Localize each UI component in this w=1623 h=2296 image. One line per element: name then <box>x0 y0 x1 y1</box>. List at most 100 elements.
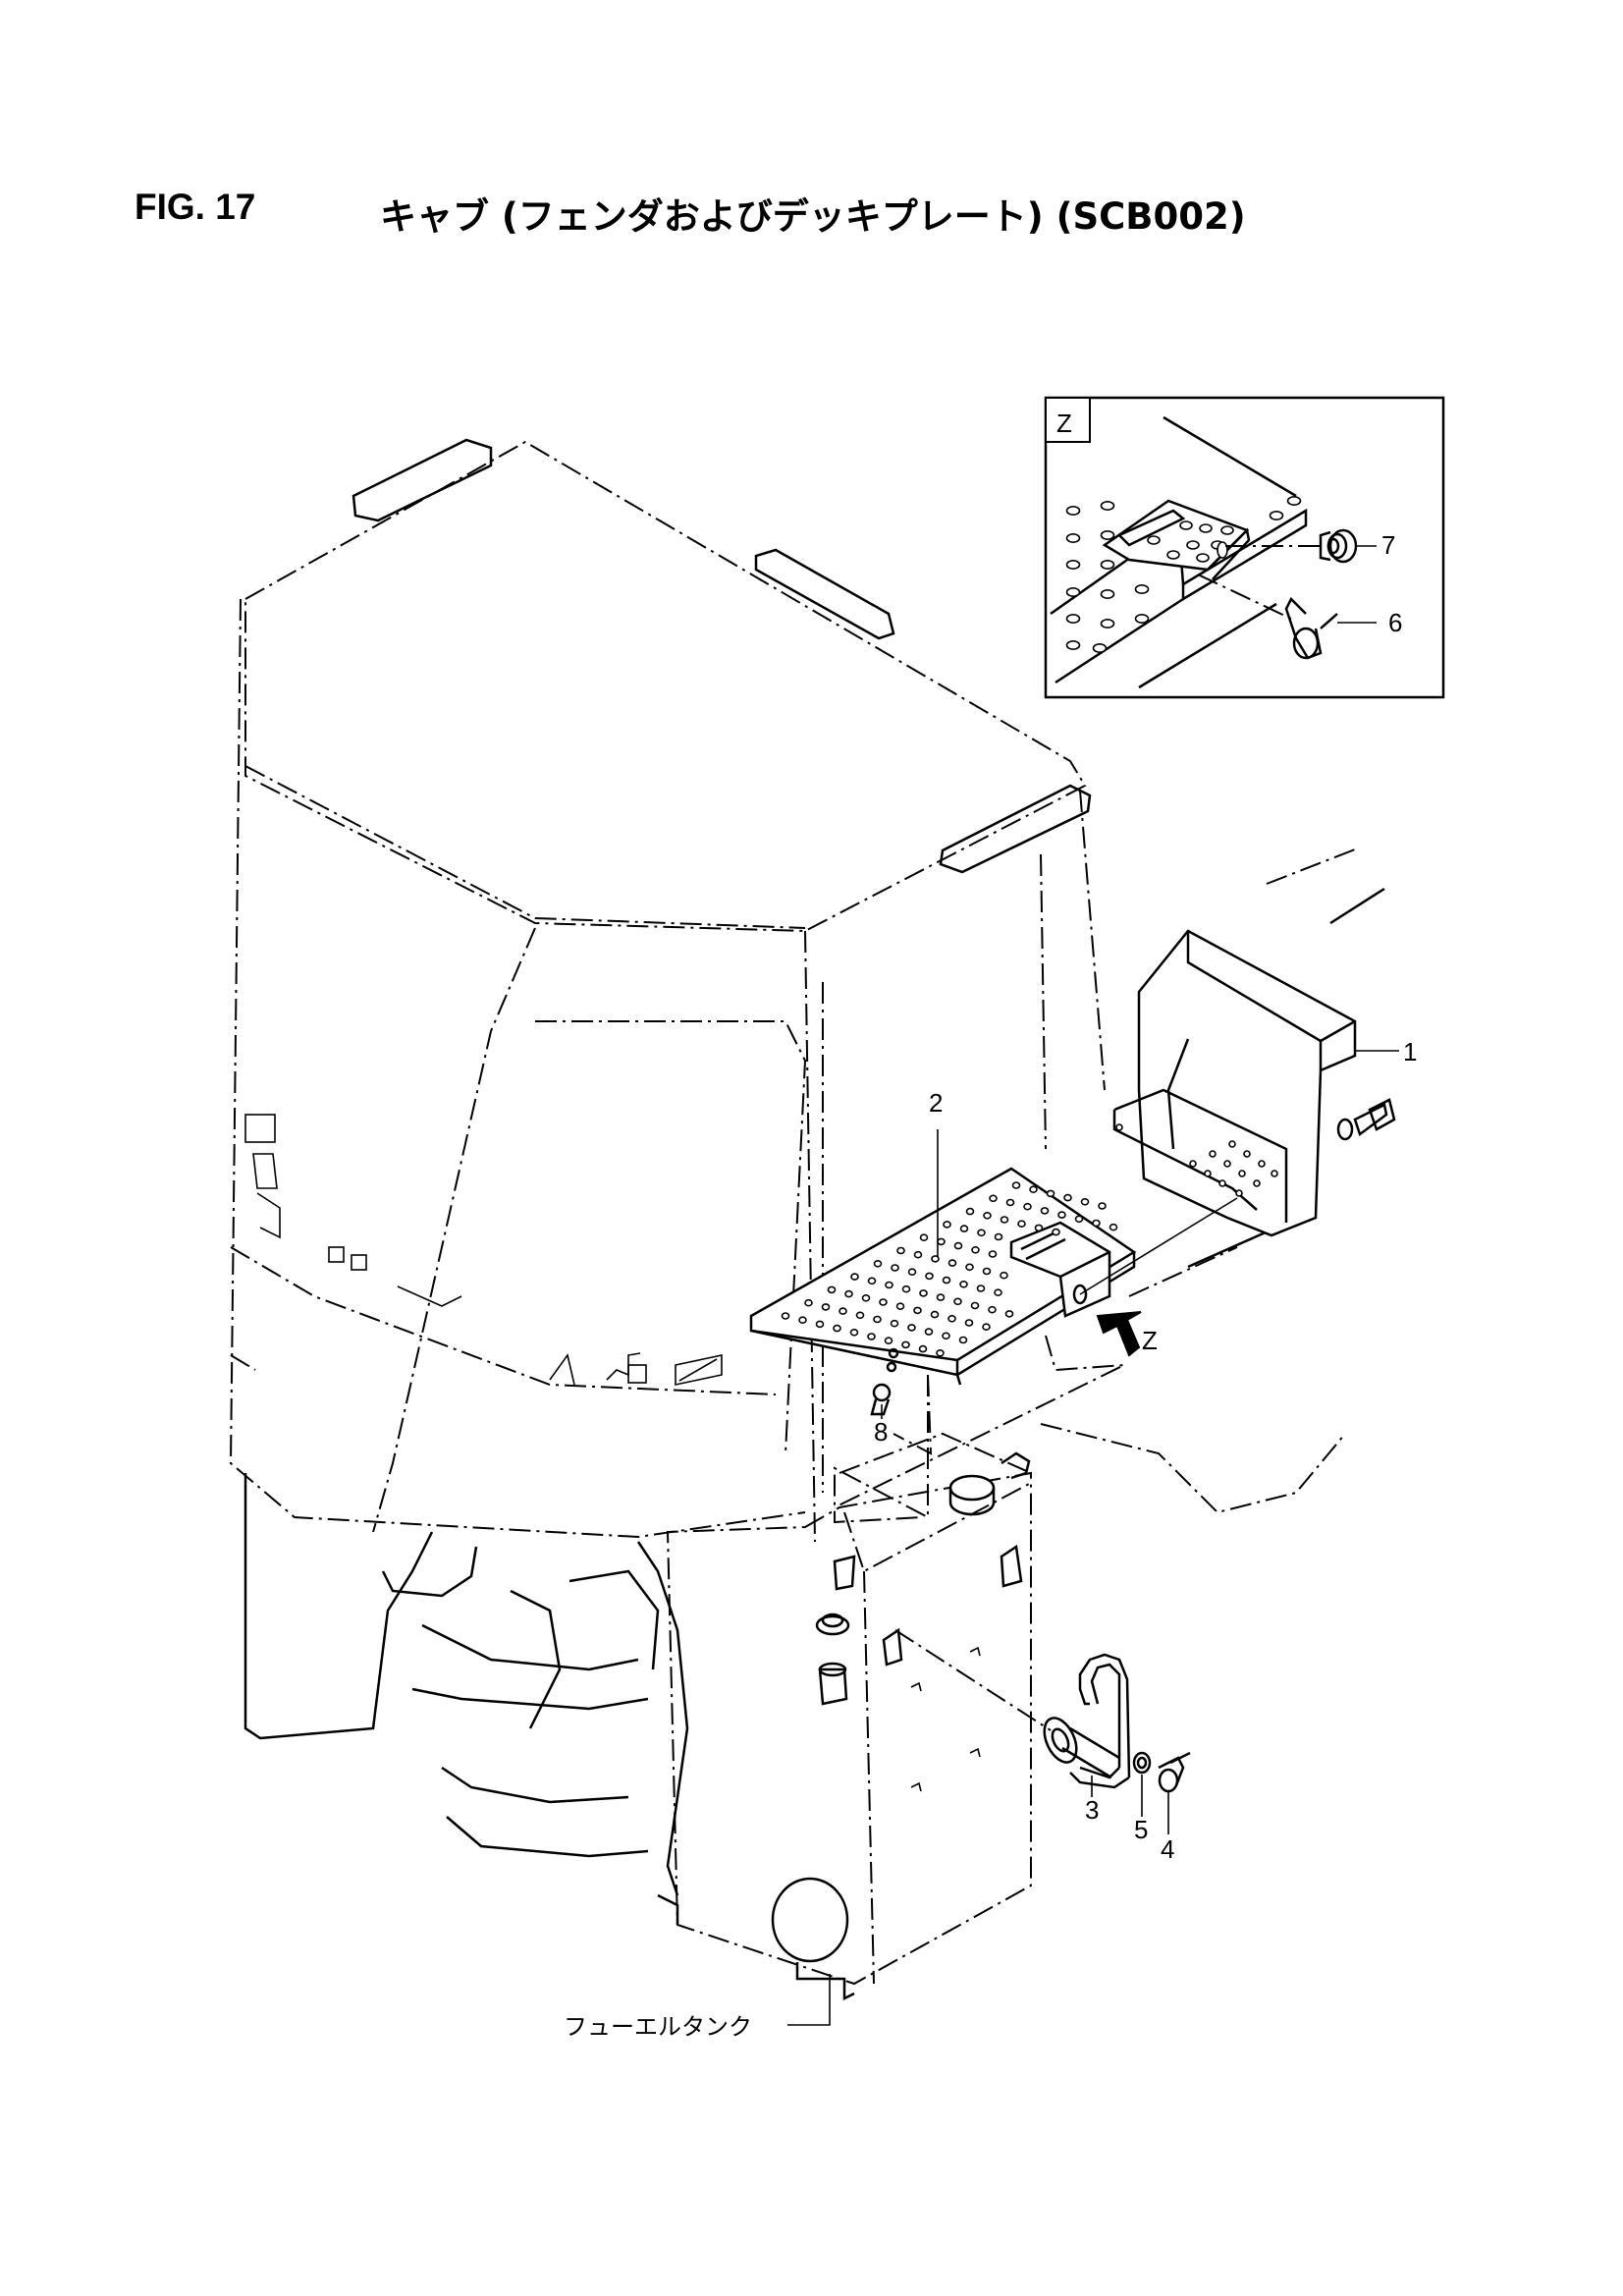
deck-hole <box>890 1319 899 1328</box>
deck-hole <box>989 1194 998 1203</box>
deck-hole <box>1063 1193 1072 1202</box>
inset-hole <box>1065 559 1081 570</box>
deck-hole <box>879 1298 888 1306</box>
deck-hole <box>1046 1189 1055 1198</box>
inset-hole <box>1065 505 1081 516</box>
detail-z-label: Z <box>1056 409 1072 438</box>
deck-hole <box>947 1259 957 1267</box>
deck-hole <box>901 1340 910 1349</box>
deck-hole <box>1057 1211 1066 1219</box>
deck-hole <box>965 1263 974 1272</box>
deck-hole <box>850 1273 859 1281</box>
deck-hole <box>913 1250 923 1259</box>
deck-hole <box>1034 1224 1044 1232</box>
deck-hole <box>849 1329 859 1337</box>
callout-3[interactable]: 3 <box>1085 1795 1099 1825</box>
deck-hole <box>937 1237 946 1246</box>
deck-hole <box>891 1264 899 1272</box>
cab-outline <box>229 438 1385 1543</box>
deck-hole <box>965 1207 975 1216</box>
part-3-handle <box>894 1629 1131 1797</box>
deck-hole <box>943 1221 951 1229</box>
deck-hole <box>931 1255 940 1263</box>
deck-hole <box>919 1233 929 1241</box>
deck-hole <box>953 1241 963 1250</box>
deck-hole <box>958 1336 968 1344</box>
figure-number: FIG. 17 <box>135 187 256 227</box>
deck-hole <box>918 1344 928 1353</box>
deck-hole <box>1109 1223 1118 1231</box>
view-z-arrow-label: Z <box>1142 1326 1158 1355</box>
deck-hole <box>982 1323 991 1331</box>
callout-1[interactable]: 1 <box>1403 1037 1417 1066</box>
deck-hole <box>1074 1215 1084 1224</box>
callout-8[interactable]: 8 <box>874 1417 888 1447</box>
inset-hole <box>1100 559 1115 570</box>
callout-2[interactable]: 2 <box>929 1088 943 1118</box>
deck-hole <box>976 1285 986 1292</box>
figure-title: キャブ (フェンダおよびデッキプレート) (SCB002) <box>380 195 1246 238</box>
deck-hole <box>942 1276 951 1285</box>
deck-hole <box>907 1324 916 1332</box>
inset-hole <box>1286 495 1302 506</box>
callout-labels: 1 2 3 4 5 6 7 8 Z Z フューエルタンク <box>564 409 1417 2041</box>
deck-hole <box>861 1294 871 1302</box>
deck-hole <box>994 1232 1003 1241</box>
inset-hole <box>1100 529 1115 540</box>
deck-hole <box>804 1298 813 1307</box>
inset-hole <box>1092 642 1108 653</box>
figure-header: FIG. 17 キャブ (フェンダおよびデッキプレート) (SCB002) <box>135 187 1509 246</box>
deck-hole <box>988 1305 997 1314</box>
deck-hole <box>1040 1207 1050 1215</box>
deck-hole <box>959 1281 968 1288</box>
deck-hole <box>977 1229 986 1237</box>
deck-hole <box>1005 1198 1015 1207</box>
deck-hole <box>896 1246 905 1255</box>
deck-hole <box>936 1293 946 1301</box>
part-2-perforation-holes <box>781 1181 1118 1357</box>
fuel-tank <box>666 1432 1032 2026</box>
deck-hole <box>919 1289 928 1297</box>
inset-hole <box>1065 639 1081 650</box>
deck-hole <box>907 1268 917 1276</box>
inset-hole <box>1065 532 1081 543</box>
inset-hole <box>1134 583 1150 594</box>
cab-interior-controls <box>244 1114 723 1386</box>
deck-hole <box>964 1319 974 1327</box>
deck-hole <box>1029 1185 1038 1193</box>
inset-hole <box>1100 588 1115 599</box>
callout-5[interactable]: 5 <box>1134 1815 1148 1844</box>
deck-hole <box>970 1301 980 1310</box>
deck-hole <box>947 1315 956 1323</box>
deck-hole <box>844 1289 853 1298</box>
deck-hole <box>1023 1202 1032 1211</box>
deck-hole <box>885 1281 893 1289</box>
inset-hole <box>1065 613 1081 624</box>
deck-hole <box>925 1272 934 1281</box>
view-z-arrow[interactable] <box>1096 1311 1142 1357</box>
deck-hole <box>1092 1219 1101 1228</box>
deck-hole <box>833 1324 841 1333</box>
inset-hole <box>1065 586 1081 597</box>
deck-hole <box>873 1315 882 1324</box>
deck-hole <box>1017 1220 1026 1228</box>
callout-6[interactable]: 6 <box>1388 608 1402 637</box>
detail-z-inset <box>1044 396 1445 699</box>
deck-hole <box>1011 1181 1021 1189</box>
deck-hole <box>913 1306 922 1315</box>
deck-hole <box>1000 1271 1008 1280</box>
inset-hole <box>1100 618 1115 629</box>
deck-hole <box>884 1337 893 1344</box>
deck-hole <box>867 1333 876 1340</box>
callout-4[interactable]: 4 <box>1161 1834 1174 1864</box>
fuel-tank-label: フューエルタンク <box>564 2013 752 2041</box>
deck-hole <box>895 1302 905 1310</box>
deck-hole <box>983 1212 992 1220</box>
part-1-step-fender <box>1112 929 1399 1237</box>
part-1-step-holes <box>1115 1123 1278 1197</box>
inset-hole <box>1134 613 1150 624</box>
deck-hole <box>873 1260 883 1268</box>
callout-7[interactable]: 7 <box>1381 530 1395 560</box>
inset-hole <box>1100 500 1115 511</box>
